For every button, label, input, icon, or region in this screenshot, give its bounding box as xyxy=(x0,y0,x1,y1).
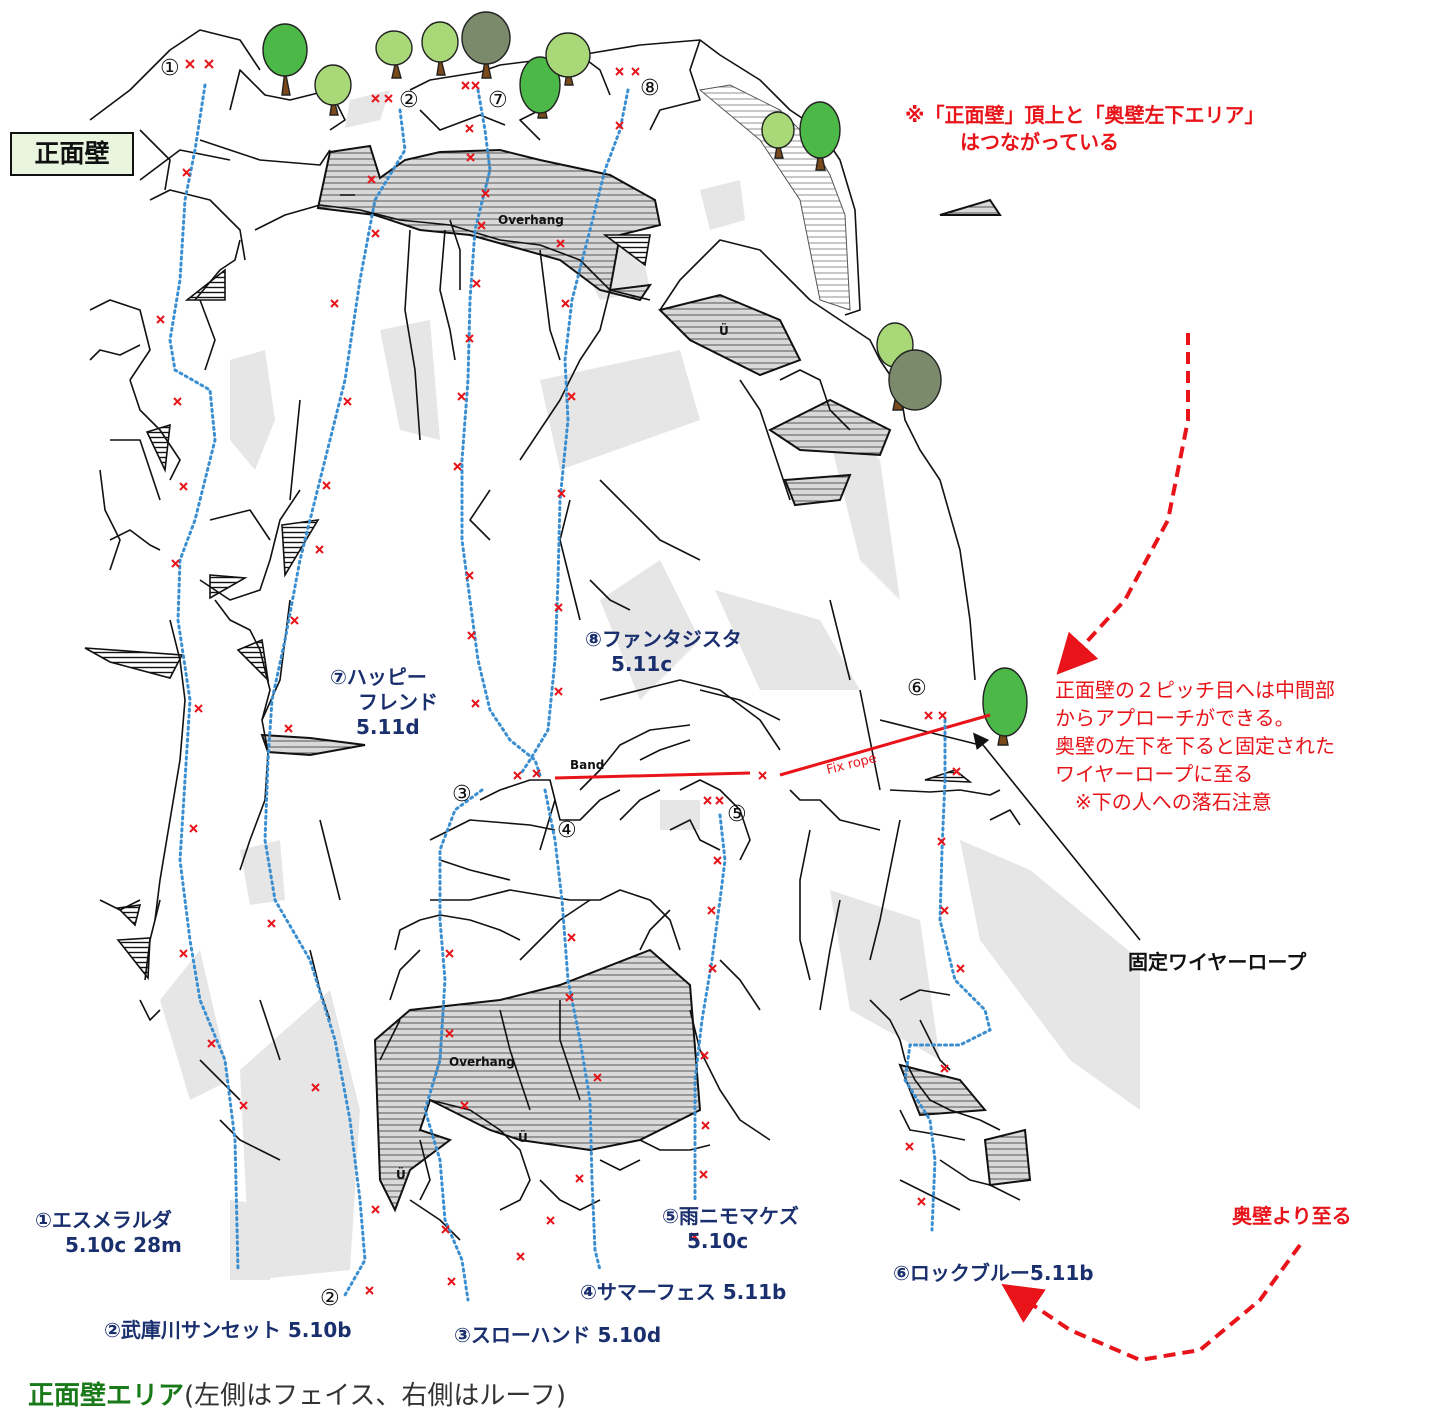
band-label: Band xyxy=(570,758,605,772)
hatched-ledges xyxy=(84,234,973,981)
fixed-rope xyxy=(554,713,991,780)
route-line-1 xyxy=(168,83,240,1272)
tree-icon xyxy=(421,21,459,76)
route-number-4: ④ xyxy=(557,818,577,843)
overhang-label-top: Overhang xyxy=(498,213,564,227)
tree-icon xyxy=(982,667,1028,746)
top-note-line: はつながっている xyxy=(960,130,1119,154)
route-label-5-grade: 5.10c xyxy=(687,1229,749,1253)
right-note-line: 正面壁の２ピッチ目へは中間部 xyxy=(1055,678,1335,702)
right-note-line: ※下の人への落石注意 xyxy=(1075,790,1272,814)
route-number-1: ① xyxy=(160,56,180,81)
route-label-5-name: ⑤雨ニモマケズ xyxy=(662,1204,799,1228)
tree-icon xyxy=(545,32,591,86)
tree-icon xyxy=(888,349,942,411)
route-line-8 xyxy=(518,88,630,777)
bolts xyxy=(156,59,965,1295)
route-line-3 xyxy=(423,788,484,1302)
top-note-line: ※「正面壁」頂上と「奥壁左下エリア」 xyxy=(905,103,1265,127)
route-label-1: ①エスメラルダ 5.10c 28m xyxy=(35,1208,182,1258)
route-label-2: ②武庫川サンセット 5.10b xyxy=(104,1318,352,1342)
route-label-8-grade: 5.11c xyxy=(611,652,673,676)
tree-icon xyxy=(262,23,308,96)
tree-icon xyxy=(799,101,841,171)
approach-label: 奥壁より至る xyxy=(1232,1204,1352,1228)
right-note-line: ワイヤーロープに至る xyxy=(1055,762,1254,786)
route-number-6: ⑥ xyxy=(907,676,927,701)
route-label-5: ⑤雨ニモマケズ 5.10c xyxy=(662,1204,799,1254)
route-label-6: ⑥ロックブルー5.11b xyxy=(893,1261,1094,1285)
wire-rope-label: 固定ワイヤーロープ xyxy=(1128,950,1307,974)
top-note: ※「正面壁」頂上と「奥壁左下エリア」 はつながっている xyxy=(905,102,1264,156)
arrow-to-second-pitch xyxy=(1056,333,1190,675)
route-number-5: ⑤ xyxy=(727,802,747,827)
bottom-title: 正面壁エリア xyxy=(28,1381,185,1411)
right-note-line: 奥壁の左下を下ると固定された xyxy=(1055,734,1335,758)
bottom-caption: 正面壁エリア(左側はフェイス、右側はルーフ) xyxy=(28,1375,566,1412)
route-line-5 xyxy=(693,813,727,1202)
route-label-3: ③スローハンド 5.10d xyxy=(454,1323,662,1347)
route-number-2-bottom: ② xyxy=(320,1286,340,1311)
route-label-1-name: ①エスメラルダ xyxy=(35,1208,172,1232)
right-note: 正面壁の２ピッチ目へは中間部 からアプローチができる。 奥壁の左下を下ると固定さ… xyxy=(1055,676,1335,816)
u-label: Ü xyxy=(518,1131,528,1145)
route-label-7-name-2: フレンド xyxy=(358,690,438,714)
route-number-2: ② xyxy=(399,88,419,113)
route-label-8: ⑧ファンタジスタ 5.11c xyxy=(585,627,742,677)
route-number-8: ⑧ xyxy=(640,76,660,101)
tree-icon xyxy=(761,111,795,159)
arrow-from-back-wall xyxy=(1001,1243,1302,1363)
route-lines xyxy=(168,83,992,1302)
route-label-7: ⑦ハッピー フレンド 5.11d xyxy=(330,665,438,740)
route-number-7: ⑦ xyxy=(488,88,508,113)
u-label: Ü xyxy=(396,1168,406,1182)
tree-icon xyxy=(375,30,413,79)
route-line-2 xyxy=(263,108,407,1297)
route-label-1-grade: 5.10c 28m xyxy=(65,1233,182,1257)
route-label-8-name: ⑧ファンタジスタ xyxy=(585,627,742,651)
area-label: 正面壁 xyxy=(10,132,134,176)
trees xyxy=(262,11,1028,746)
approach-arrows xyxy=(1001,333,1302,1363)
route-line-6 xyxy=(903,718,992,1232)
route-number-3: ③ xyxy=(452,782,472,807)
right-note-line: からアプローチができる。 xyxy=(1055,706,1295,730)
route-line-4 xyxy=(543,788,602,1272)
tree-icon xyxy=(314,64,352,116)
route-line-7 xyxy=(460,88,542,777)
route-label-7-name: ⑦ハッピー xyxy=(330,665,427,689)
wire-rope-pointer xyxy=(972,732,1141,941)
overhang-areas xyxy=(260,144,1032,1213)
overhang-label-bottom: Overhang xyxy=(449,1055,515,1069)
tree-icon xyxy=(461,11,511,79)
route-label-4: ④サマーフェス 5.11b xyxy=(580,1280,787,1304)
route-label-7-grade: 5.11d xyxy=(356,715,420,739)
bottom-subtitle: (左側はフェイス、右側はルーフ) xyxy=(184,1381,566,1411)
slab-hatch xyxy=(698,84,851,311)
u-label: Ü xyxy=(719,324,729,338)
tree-icon xyxy=(519,56,561,119)
